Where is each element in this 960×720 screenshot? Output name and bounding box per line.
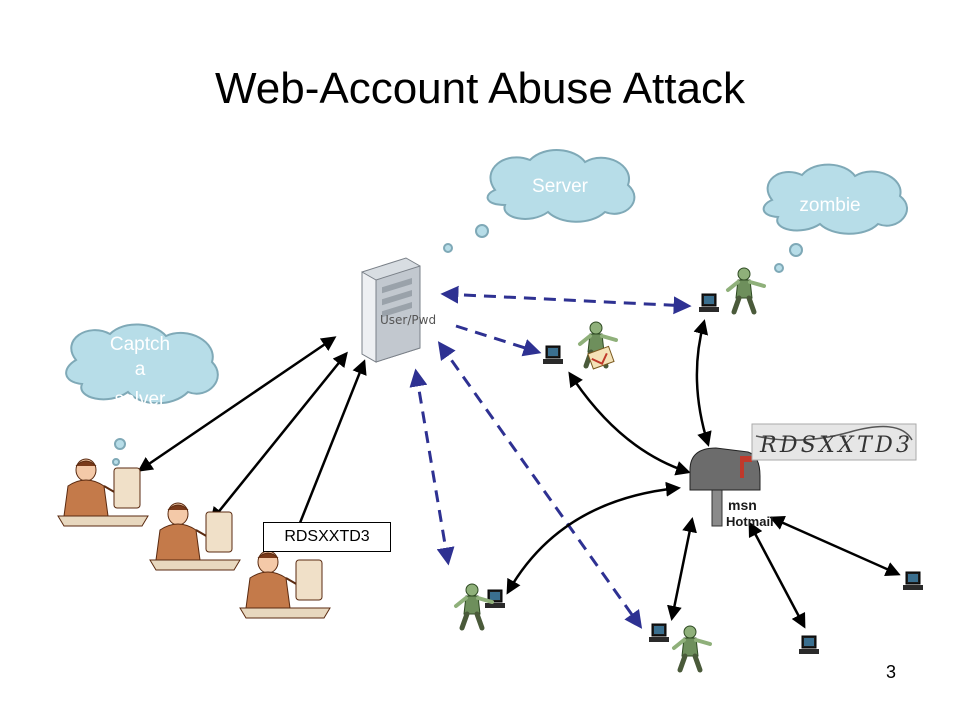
mail-zombie1-link (693, 319, 712, 447)
thought-bubble (774, 263, 784, 273)
mailbox-icon (689, 447, 761, 527)
mail-brand-hotmail: Hotmail (726, 514, 774, 529)
person-icon (149, 502, 241, 571)
thought-bubble (475, 224, 489, 238)
mail-pc6-link (769, 516, 901, 576)
server-icon (361, 257, 421, 363)
computer-icon (902, 571, 924, 591)
page-number: 3 (886, 662, 897, 682)
server-zombie1-link (440, 285, 692, 315)
zombie-cloud-label: zombie (799, 195, 860, 216)
captcha-image: RDSXXTD3 (751, 423, 917, 461)
server-credentials-label: User/Pwd (380, 313, 436, 327)
zombie-computer-5 (798, 635, 820, 655)
zombie-icon (674, 626, 710, 670)
thought-bubble (443, 243, 453, 253)
zombie-icon (728, 268, 764, 312)
zombie-computer-1 (698, 268, 764, 313)
server-zombie3-link (409, 368, 455, 566)
captcha-image-text: RDSXXTD3 (759, 433, 910, 458)
captcha-answer-box: RDSXXTD3 (263, 522, 391, 552)
server-zombie2-link (455, 324, 542, 357)
zombie-computer-6 (902, 571, 924, 591)
computer-icon (698, 293, 720, 313)
captcha-solver-person-1 (57, 458, 149, 527)
mail-brand-msn: msn (728, 497, 757, 513)
captcha-solver-label-2: a (135, 359, 146, 380)
person-icon (239, 550, 331, 619)
person-icon (57, 458, 149, 527)
thought-bubble (112, 458, 120, 466)
server-solver3-link (287, 359, 367, 551)
mail-zombie3-link (506, 481, 681, 595)
thought-bubble (114, 438, 126, 450)
computer-icon (648, 623, 670, 643)
mail-zombie2-link (568, 371, 691, 476)
server-zombie4-link (437, 341, 643, 629)
captcha-solver-label-1: Captch (110, 334, 170, 355)
mail-zombie4-link (667, 517, 697, 621)
captcha-solver-label-3: solver (115, 389, 166, 410)
envelope-icon (587, 345, 615, 370)
zombie-computer-3 (456, 584, 506, 628)
computer-icon (542, 345, 564, 365)
server-cloud: Server (443, 149, 636, 253)
captcha-solver-cloud: Captch a solver (65, 323, 219, 466)
captcha-solver-person-2 (149, 502, 241, 571)
captcha-solver-person-3 (239, 550, 331, 619)
mail-pc5-link (748, 521, 806, 629)
server-cloud-label: Server (532, 176, 589, 197)
server-solver2-link (210, 351, 348, 523)
zombie-computer-2 (542, 322, 616, 370)
zombie-computer-4 (648, 623, 710, 670)
thought-bubble (789, 243, 803, 257)
zombie-cloud: zombie (762, 163, 908, 273)
computer-icon (798, 635, 820, 655)
slide-title: Web-Account Abuse Attack (215, 64, 745, 113)
